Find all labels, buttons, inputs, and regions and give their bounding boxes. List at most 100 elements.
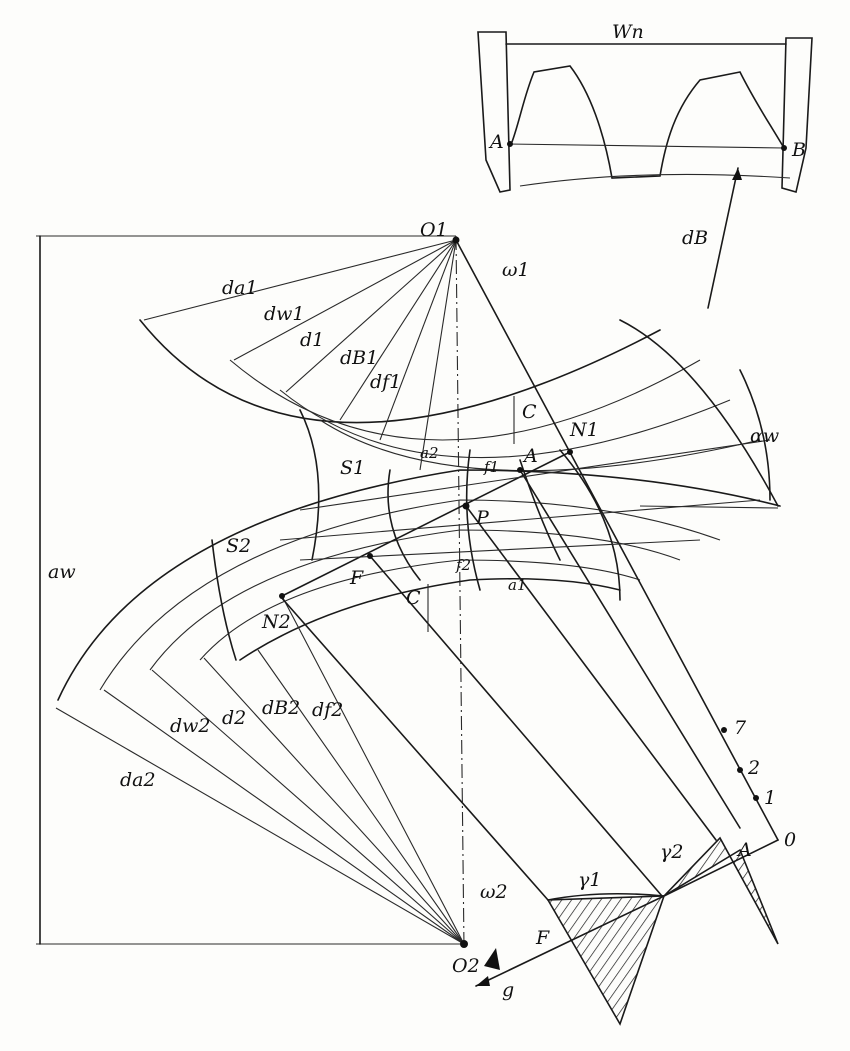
o2-point <box>460 940 468 948</box>
dw1-line <box>233 239 457 361</box>
point-b-top <box>781 145 787 151</box>
point-2 <box>737 767 743 773</box>
chord-ab-line <box>507 143 785 149</box>
a-ray <box>519 469 741 829</box>
f2-label: f2 <box>455 556 471 574</box>
center-distance: aw <box>36 235 464 945</box>
gear1-radius-lines <box>143 239 779 841</box>
db2-line <box>203 657 465 945</box>
o2-marker <box>484 948 500 970</box>
d1-label: d1 <box>300 329 324 351</box>
d1-line <box>285 239 457 393</box>
cross-line-1 <box>299 439 771 511</box>
n1-label: N1 <box>569 419 599 441</box>
point-1 <box>753 795 759 801</box>
g-label: g <box>502 979 514 1001</box>
gear2-circles <box>57 469 781 701</box>
gear2-radius-lines <box>55 595 465 945</box>
gear-tooth-profile <box>511 65 785 179</box>
f-bottom-label: F <box>535 927 550 949</box>
alpha-w-line <box>639 505 779 509</box>
o2-label: O2 <box>452 955 480 977</box>
caliper-left-jaw <box>477 31 511 193</box>
num1-label: 1 <box>764 787 776 809</box>
o1-ray-6 <box>419 239 457 471</box>
cross-line-2 <box>279 499 761 541</box>
o1-to-zero-line <box>455 239 779 841</box>
alpha-w-arc <box>739 369 771 501</box>
o2-ray-6 <box>281 595 465 945</box>
num2-label: 2 <box>747 757 760 779</box>
da2-label: da2 <box>120 769 156 791</box>
wn-label: Wn <box>612 21 644 43</box>
hatched-tooth-2 <box>663 836 779 945</box>
db-label: dB <box>682 227 708 249</box>
tooth-profile-5 <box>559 449 621 601</box>
caliper-inset: Wn A B dB <box>477 21 813 309</box>
n2-label: N2 <box>261 611 291 633</box>
gear1-outer-rim <box>619 319 779 507</box>
tooth-profiles <box>211 409 621 661</box>
s1-label: S1 <box>340 457 365 479</box>
a2-label: a2 <box>420 444 439 462</box>
omega2-label: ω2 <box>480 881 508 903</box>
a-point <box>517 467 523 473</box>
base-circle-arc <box>519 173 791 187</box>
alpha-w-label: αw <box>750 425 779 447</box>
dw2-line <box>103 689 465 945</box>
df2-label: df2 <box>312 699 343 721</box>
n2-point <box>279 593 285 599</box>
a1-label: a1 <box>508 576 527 594</box>
n1-point <box>567 449 573 455</box>
gear1-base-circle <box>279 389 731 459</box>
p-label: P <box>475 507 490 529</box>
num0-label: 0 <box>784 829 796 851</box>
b-top-label: B <box>791 139 806 161</box>
aw-label: aw <box>48 561 76 583</box>
tooth-profile-6 <box>211 539 237 661</box>
gear2-dedendum-circle <box>199 559 641 661</box>
da1-line <box>143 239 457 321</box>
gear1-addendum-circle <box>139 319 661 424</box>
tooth-profile-3 <box>465 449 481 591</box>
r2-label: γ2 <box>660 841 683 863</box>
o1-label: O1 <box>420 219 448 241</box>
f-point <box>367 553 373 559</box>
hatched-teeth <box>546 836 779 1026</box>
d2-line <box>151 669 465 945</box>
num7-label: 7 <box>734 717 747 739</box>
da1-label: da1 <box>222 277 258 299</box>
db2-label: dB2 <box>262 697 300 719</box>
o1-point <box>452 236 460 244</box>
caliper-right-jaw <box>781 37 813 194</box>
f1-label: f1 <box>483 458 499 476</box>
tooth-profile-4 <box>519 459 561 561</box>
a-top-label: A <box>488 131 504 153</box>
a-bottom-label: A <box>736 839 752 861</box>
df1-line <box>379 239 457 441</box>
cross-line-3 <box>299 539 701 561</box>
g-arrow <box>476 976 490 986</box>
c-upper-label: C <box>522 401 537 423</box>
tooth-arc-1 <box>547 892 665 901</box>
p-point <box>462 502 470 510</box>
db1-line <box>339 239 457 421</box>
a-mid-label: A <box>522 445 538 467</box>
da2-line <box>55 707 465 945</box>
center-line <box>455 235 465 949</box>
dw2-label: dw2 <box>170 715 211 737</box>
hatched-tooth-1 <box>546 895 666 1026</box>
r1-label: γ1 <box>578 869 601 891</box>
d2-label: d2 <box>222 707 246 729</box>
n2-ray <box>279 595 549 901</box>
tooth-profile-1 <box>299 409 320 561</box>
c-lower-label: C <box>406 587 421 609</box>
point-7 <box>721 727 727 733</box>
gear1-pitch-circle <box>229 359 701 441</box>
s2-label: S2 <box>226 535 251 557</box>
db1-label: dB1 <box>340 347 378 369</box>
df1-label: df1 <box>370 371 401 393</box>
f-ray <box>369 555 663 897</box>
gear2-addendum-circle <box>57 469 781 701</box>
